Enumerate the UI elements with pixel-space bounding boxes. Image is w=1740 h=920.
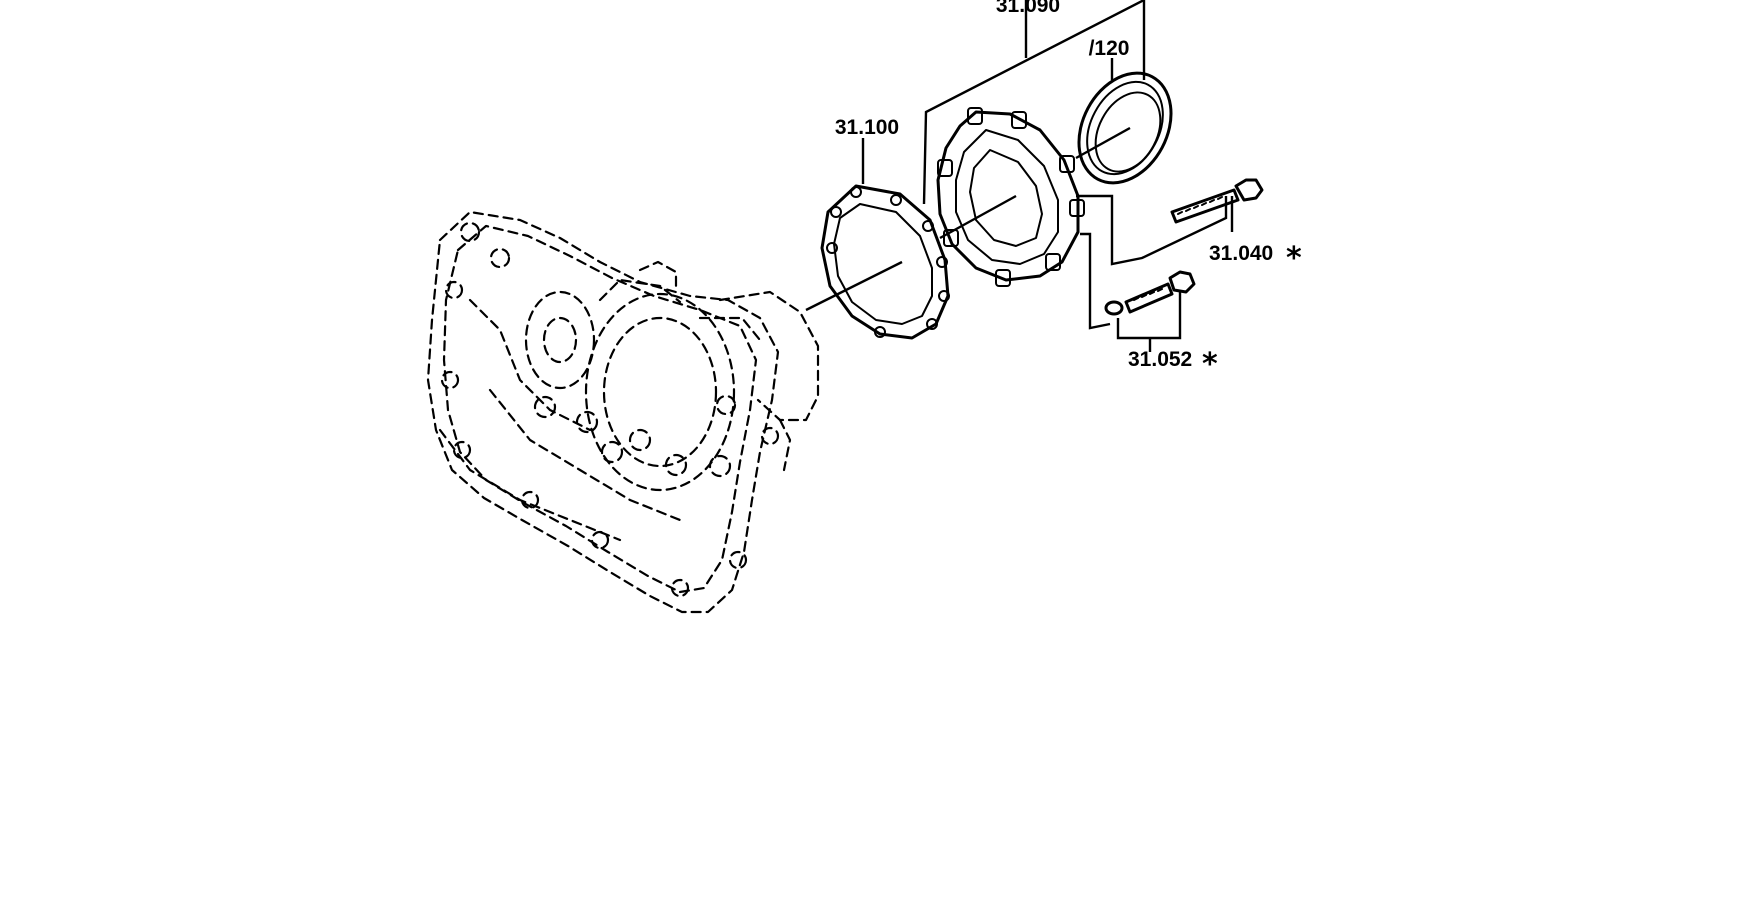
stud-asterisk: *: [1286, 241, 1302, 276]
screw-asterisk: *: [1202, 347, 1218, 382]
cover-part: [936, 107, 1085, 287]
callout-31-052: 31.052: [1128, 348, 1192, 371]
assembly-axis-lines: [805, 126, 1131, 312]
callout-31-100: 31.100: [835, 116, 899, 139]
callout-31-090: 31.090: [996, 0, 1060, 17]
screw-part: [1104, 270, 1196, 316]
seal-ring-part: [1077, 71, 1173, 185]
stud-part: [1170, 178, 1264, 224]
gasket-part: [820, 184, 950, 340]
transmission-housing-outline: [426, 210, 820, 614]
callout-31-040: 31.040: [1209, 242, 1273, 265]
callout-leaders: [861, 0, 1234, 352]
callout-120: /120: [1089, 37, 1130, 60]
